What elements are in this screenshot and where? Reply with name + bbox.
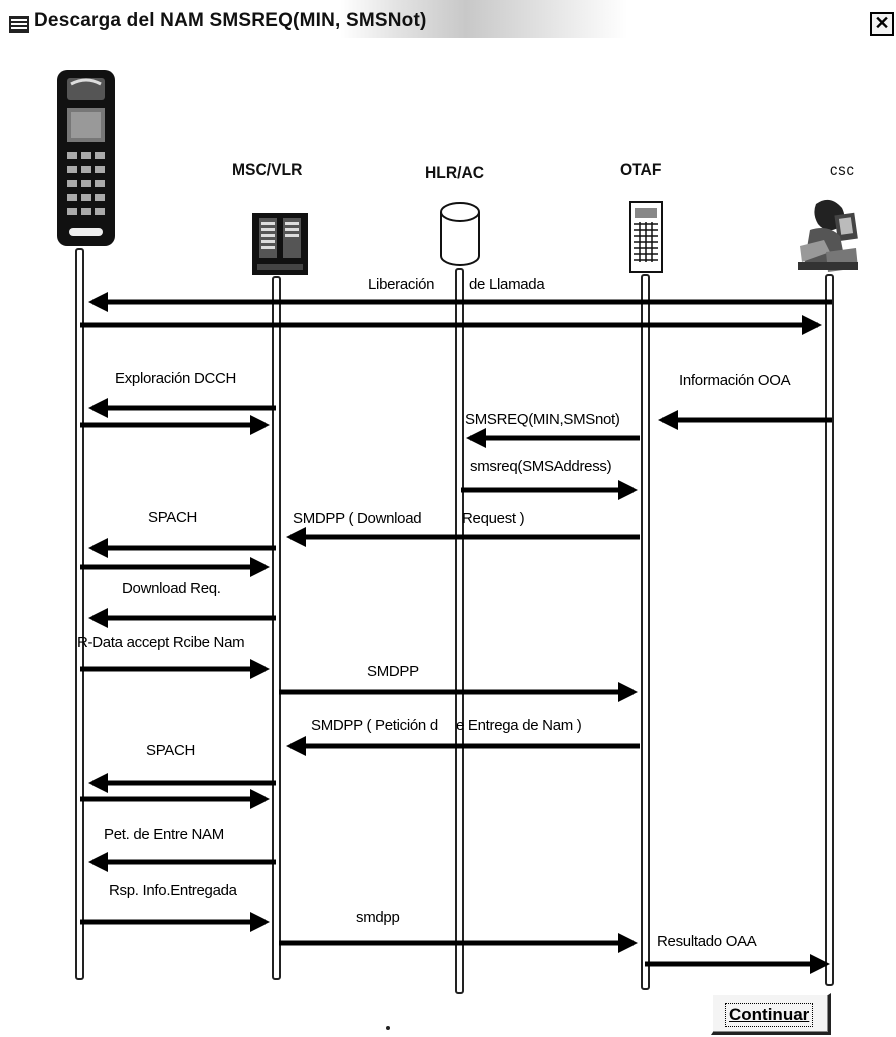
msg-label-exploracion-dcch: Exploración DCCH [115,370,236,387]
msg-label-spach-1: SPACH [148,509,197,526]
msg-label-spach-2: SPACH [146,742,195,759]
msg-label-smdpp-download: SMDPP ( Download [293,510,421,527]
msg-label-smsreq-address: smsreq(SMSAddress) [470,458,611,475]
msg-label-smdpp-peticion: SMDPP ( Petición d [311,717,438,734]
stray-dot [386,1026,390,1030]
msg-label-smdpp-lower: smdpp [356,909,400,926]
msg-label-entrega-de-nam: e Entrega de Nam ) [456,717,582,734]
msg-label-resultado-oaa: Resultado OAA [657,933,757,950]
continue-button[interactable]: Continuar [711,993,831,1035]
msg-label-smdpp: SMDPP [367,663,419,680]
msg-label-download-req: Download Req. [122,580,221,597]
continue-button-label: Continuar [725,1003,813,1027]
msg-label-liberacion: Liberación [368,276,434,293]
msg-label-smsreq: SMSREQ(MIN,SMSnot) [465,411,620,428]
msg-label-pet-entre-nam: Pet. de Entre NAM [104,826,224,843]
msg-label-rsp-info: Rsp. Info.Entregada [109,882,237,899]
msg-label-informacion-ooa: Información OOA [679,372,790,389]
msg-label-r-data-accept: R-Data accept Rcibe Nam [77,634,244,651]
msg-label-request: Request ) [462,510,524,527]
msg-label-de-llamada: de Llamada [469,276,544,293]
